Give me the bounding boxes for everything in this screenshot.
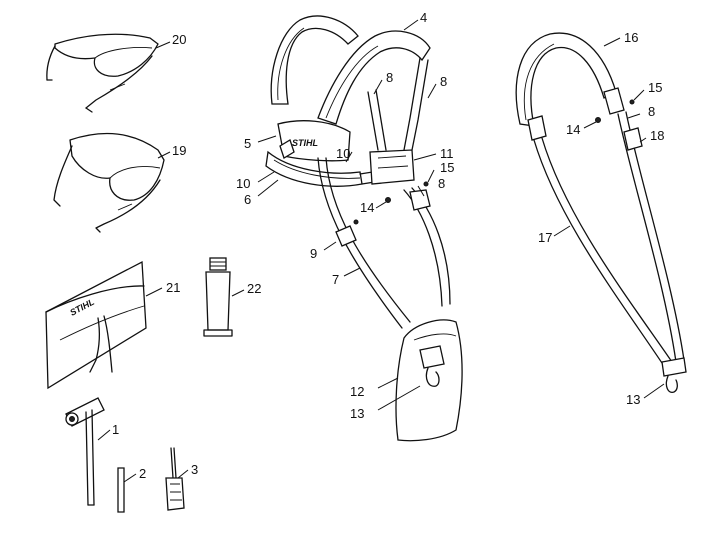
callout-8c: 8 xyxy=(438,176,445,191)
callout-2: 2 xyxy=(139,466,146,481)
callout-11: 11 xyxy=(440,146,454,161)
leader-lines xyxy=(97,19,665,483)
safety-glasses-bottom xyxy=(53,132,165,233)
callout-7: 7 xyxy=(332,272,339,287)
callout-14a: 14 xyxy=(360,200,374,215)
callout-20: 20 xyxy=(172,32,186,47)
callout-12: 12 xyxy=(350,384,364,399)
callout-9: 9 xyxy=(310,246,317,261)
callout-22: 22 xyxy=(247,281,261,296)
screwdriver xyxy=(165,447,185,511)
grease-tube xyxy=(203,257,233,337)
tool-pouch: STIHL xyxy=(45,260,147,390)
callout-16: 16 xyxy=(624,30,638,45)
callout-15b: 15 xyxy=(648,80,662,95)
callout-8a: 8 xyxy=(386,70,393,85)
callout-5: 5 xyxy=(244,136,251,151)
callout-14b: 14 xyxy=(566,122,580,137)
callout-13b: 13 xyxy=(626,392,640,407)
callout-4: 4 xyxy=(420,10,427,25)
harness: STIHL xyxy=(265,15,431,187)
callout-labels: 20 19 21 22 1 2 3 4 5 6 7 8 8 8 8 9 10 1… xyxy=(112,10,664,481)
callout-8b: 8 xyxy=(440,74,447,89)
callout-3: 3 xyxy=(191,462,198,477)
callout-10a: 10 xyxy=(236,176,250,191)
combination-wrench xyxy=(65,397,105,506)
callout-19: 19 xyxy=(172,143,186,158)
harness-logo: STIHL xyxy=(292,138,318,148)
callout-10b: 10 xyxy=(336,146,350,161)
callout-21: 21 xyxy=(166,280,180,295)
shoulder-strap xyxy=(515,32,687,393)
callout-15a: 15 xyxy=(440,160,454,175)
pin xyxy=(117,467,125,513)
callout-17: 17 xyxy=(538,230,552,245)
callout-6: 6 xyxy=(244,192,251,207)
harness-front-straps xyxy=(317,157,463,442)
callout-13a: 13 xyxy=(350,406,364,421)
callout-1: 1 xyxy=(112,422,119,437)
safety-glasses-top xyxy=(46,33,159,113)
callout-8d: 8 xyxy=(648,104,655,119)
callout-18: 18 xyxy=(650,128,664,143)
